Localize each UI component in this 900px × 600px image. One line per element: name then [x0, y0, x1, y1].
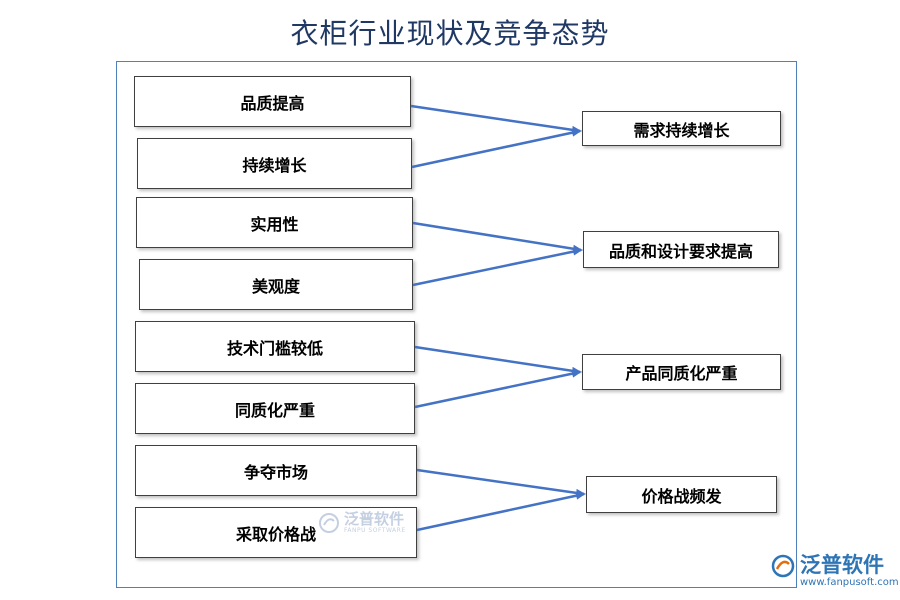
brand-logo: 泛普软件 www.fanpusoft.com	[770, 553, 899, 588]
brand-url: www.fanpusoft.com	[800, 577, 899, 588]
cause-box: 争夺市场	[135, 445, 417, 496]
cause-box: 实用性	[136, 197, 413, 248]
brand-logo-icon	[771, 554, 795, 578]
diagram-title: 衣柜行业现状及竞争态势	[290, 17, 610, 50]
result-box: 价格战频发	[586, 476, 777, 513]
result-box: 产品同质化严重	[582, 354, 781, 390]
cause-box: 持续增长	[137, 138, 412, 189]
cause-box: 同质化严重	[135, 383, 415, 434]
watermark-name: 泛普软件	[344, 510, 405, 528]
cause-box: 品质提高	[134, 76, 411, 127]
cause-box: 采取价格战	[135, 507, 417, 558]
brand-name: 泛普软件	[800, 553, 884, 577]
watermark: 泛普软件 FANPU SOFTWARE	[318, 512, 406, 534]
watermark-sub: FANPU SOFTWARE	[344, 527, 406, 534]
watermark-logo-icon	[319, 513, 339, 533]
result-box: 品质和设计要求提高	[583, 231, 779, 268]
cause-box: 技术门槛较低	[135, 321, 415, 372]
cause-box: 美观度	[139, 259, 413, 310]
result-box: 需求持续增长	[582, 111, 781, 146]
